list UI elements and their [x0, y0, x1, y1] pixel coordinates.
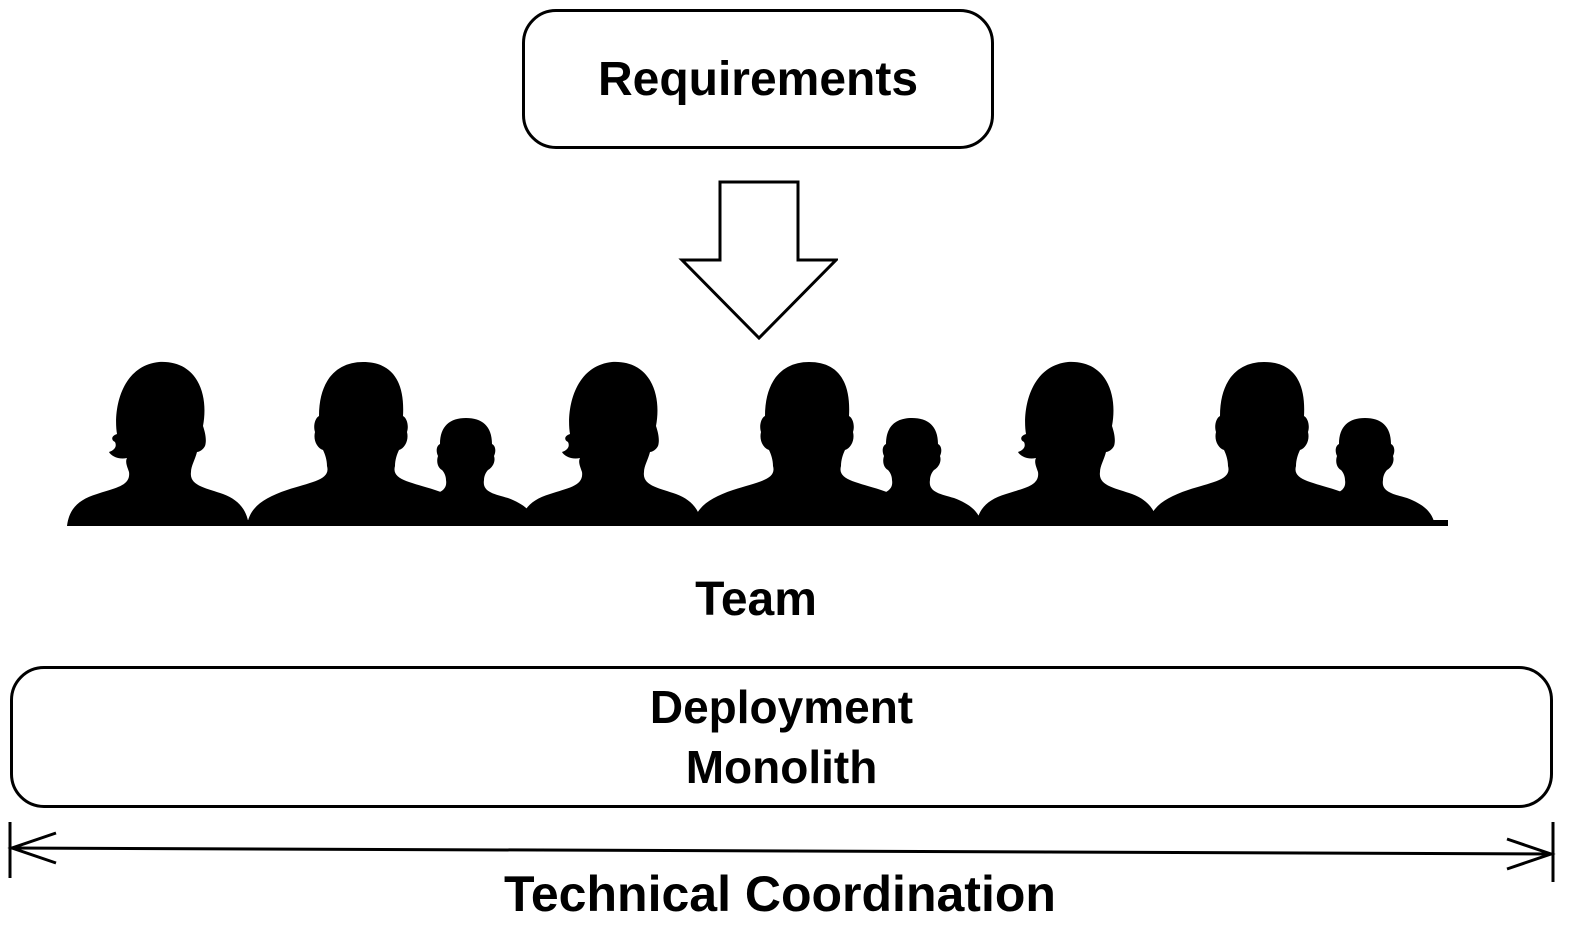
team-member-icon: [840, 418, 982, 526]
team-label: Team: [695, 573, 817, 626]
down-arrow-icon: [678, 180, 838, 340]
team-member-icon: [67, 361, 249, 526]
span-left-arrowhead: [7, 831, 57, 865]
team-member-icon: [1293, 418, 1435, 526]
monolith-line-2: Monolith: [685, 741, 878, 793]
span-shaft: [9, 846, 1554, 856]
requirements-label: Requirements: [597, 52, 919, 106]
team-silhouettes: [67, 361, 1448, 526]
monolith-line-1: Deployment: [649, 681, 914, 733]
requirements-box: Requirements: [522, 9, 994, 149]
span-right-arrowhead: [1506, 837, 1556, 871]
deployment-monolith-box: Deployment Monolith: [10, 666, 1553, 808]
technical-coordination-label: Technical Coordination: [504, 866, 1056, 922]
team-member-icon: [520, 361, 702, 526]
team-member-icon: [394, 418, 536, 526]
coordination-span-arrow: [7, 822, 1556, 882]
team-member-icon: [976, 361, 1158, 526]
